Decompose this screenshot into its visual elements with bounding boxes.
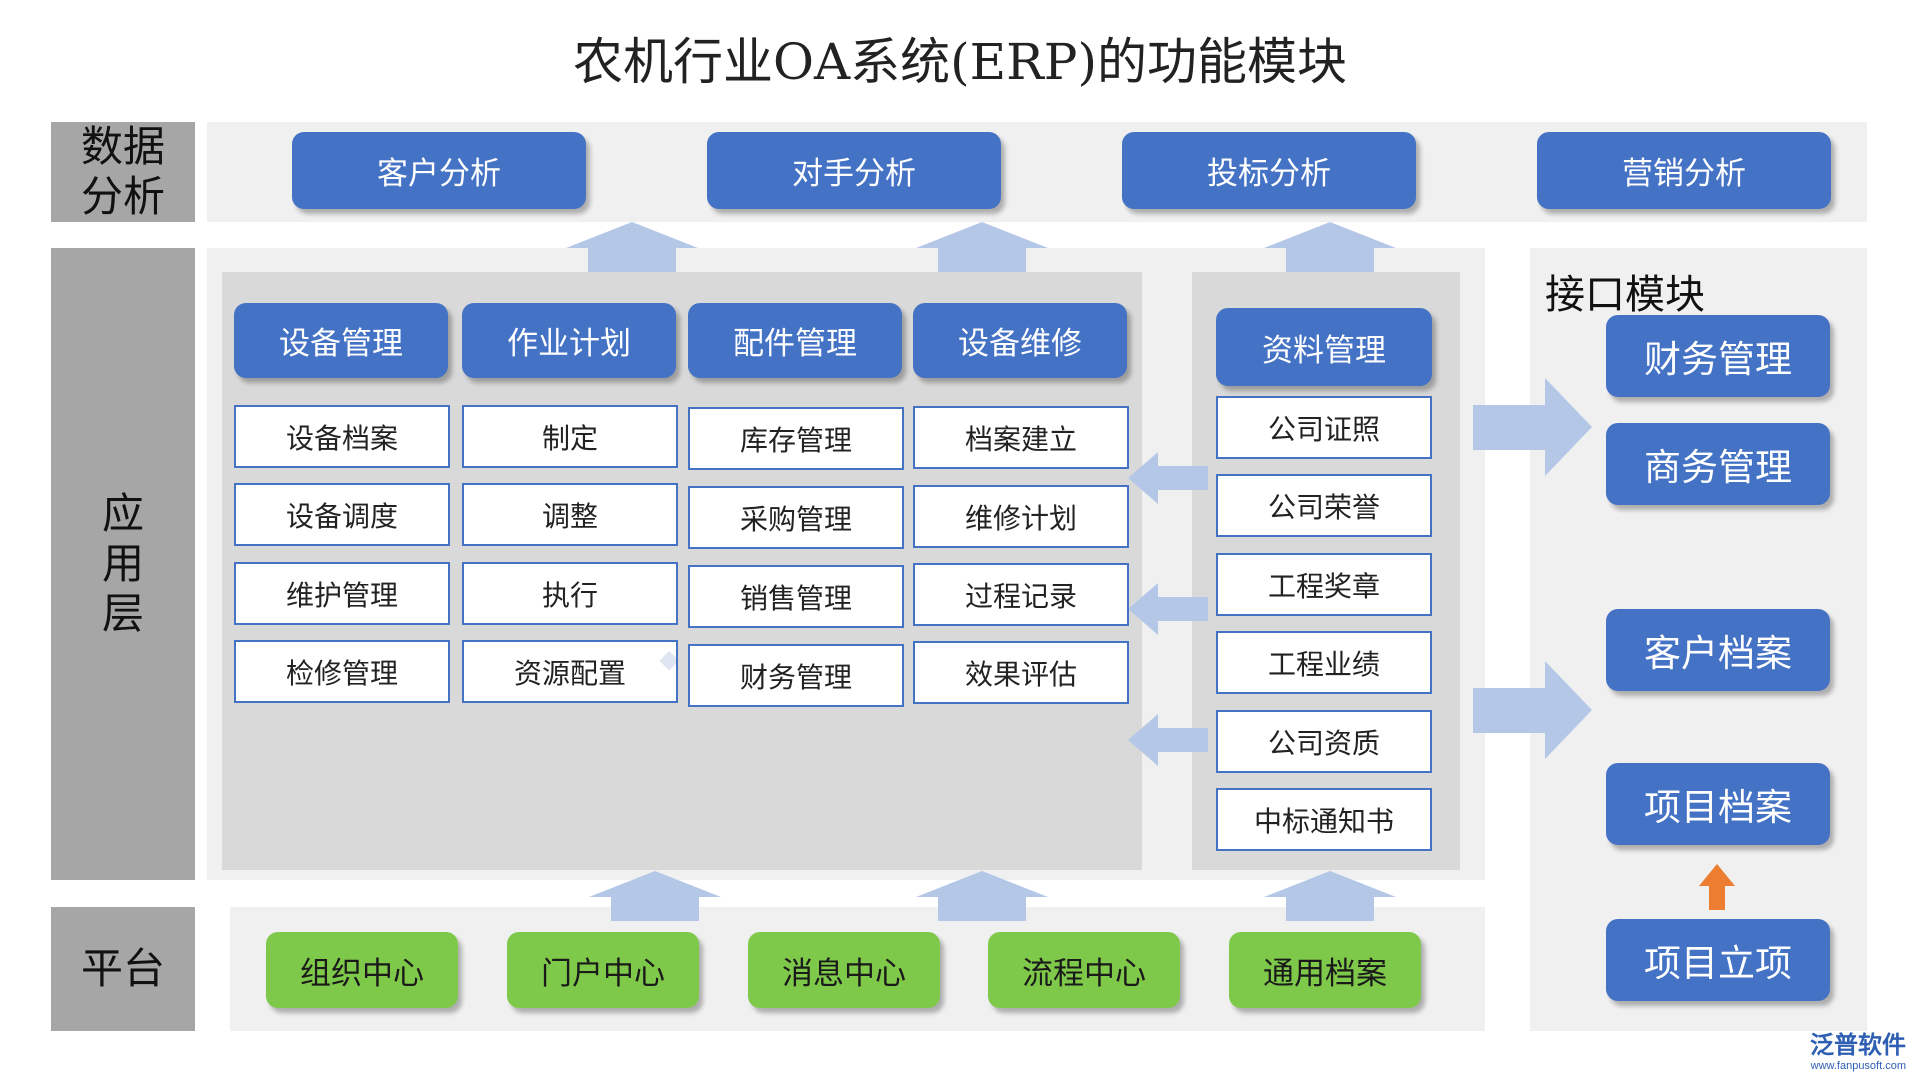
layer-label-app: 应 用 层 xyxy=(51,248,195,880)
module-item[interactable]: 执行 xyxy=(462,562,678,625)
up-arrow-icon xyxy=(916,222,1048,272)
marketing-analysis-button[interactable]: 营销分析 xyxy=(1537,132,1831,209)
module-item[interactable]: 调整 xyxy=(462,483,678,546)
module-header-repair[interactable]: 设备维修 xyxy=(913,303,1127,378)
customer-archive-button[interactable]: 客户档案 xyxy=(1606,609,1830,691)
module-item[interactable]: 资源配置 xyxy=(462,640,678,703)
module-item[interactable]: 销售管理 xyxy=(688,565,904,628)
brand-logo: 泛普软件 www.fanpusoft.com xyxy=(1810,1025,1906,1072)
module-header-parts[interactable]: 配件管理 xyxy=(688,303,902,378)
business-management-button[interactable]: 商务管理 xyxy=(1606,423,1830,505)
module-item[interactable]: 效果评估 xyxy=(913,641,1129,704)
module-item[interactable]: 维修计划 xyxy=(913,485,1129,548)
left-arrow-icon xyxy=(1128,452,1208,504)
left-arrow-icon xyxy=(1128,583,1208,635)
right-arrow-icon xyxy=(1473,378,1592,476)
docs-item[interactable]: 中标通知书 xyxy=(1216,788,1432,851)
up-arrow-icon xyxy=(1264,222,1396,272)
module-item[interactable]: 设备档案 xyxy=(234,405,450,468)
watermark: ◆ xyxy=(660,646,679,673)
finance-management-button[interactable]: 财务管理 xyxy=(1606,315,1830,397)
up-arrow-icon xyxy=(916,871,1048,921)
right-arrow-icon xyxy=(1473,661,1592,759)
orange-up-arrow-icon xyxy=(1699,864,1735,910)
brand-logo-name: 泛普软件 xyxy=(1810,1032,1906,1059)
module-item[interactable]: 财务管理 xyxy=(688,644,904,707)
module-item[interactable]: 采购管理 xyxy=(688,486,904,549)
docs-item[interactable]: 公司资质 xyxy=(1216,710,1432,773)
module-item[interactable]: 库存管理 xyxy=(688,407,904,470)
layer-label-data: 数据 分析 xyxy=(51,122,195,222)
layer-label-platform-text: 平台 xyxy=(80,944,165,993)
docs-management-header[interactable]: 资料管理 xyxy=(1216,308,1432,386)
docs-item[interactable]: 工程奖章 xyxy=(1216,553,1432,616)
project-initiation-button[interactable]: 项目立项 xyxy=(1606,919,1830,1001)
up-arrow-icon xyxy=(566,222,698,272)
brand-logo-url: www.fanpusoft.com xyxy=(1810,1060,1906,1072)
left-arrow-icon xyxy=(1128,714,1208,766)
docs-item[interactable]: 公司证照 xyxy=(1216,396,1432,459)
module-header-equipment[interactable]: 设备管理 xyxy=(234,303,448,378)
page-title: 农机行业OA系统(ERP)的功能模块 xyxy=(573,33,1347,91)
layer-label-data-text: 数据 分析 xyxy=(80,122,165,221)
platform-message-center-button[interactable]: 消息中心 xyxy=(748,932,940,1008)
module-item[interactable]: 制定 xyxy=(462,405,678,468)
interface-module-title: 接口模块 xyxy=(1545,272,1705,318)
module-item[interactable]: 过程记录 xyxy=(913,563,1129,626)
module-item[interactable]: 档案建立 xyxy=(913,406,1129,469)
competitor-analysis-button[interactable]: 对手分析 xyxy=(707,132,1001,209)
project-archive-button[interactable]: 项目档案 xyxy=(1606,763,1830,845)
docs-item[interactable]: 公司荣誉 xyxy=(1216,474,1432,537)
module-item[interactable]: 检修管理 xyxy=(234,640,450,703)
layer-label-app-text: 应 用 层 xyxy=(101,489,144,638)
up-arrow-icon xyxy=(589,871,721,921)
up-arrow-icon xyxy=(1264,871,1396,921)
docs-item[interactable]: 工程业绩 xyxy=(1216,631,1432,694)
platform-org-center-button[interactable]: 组织中心 xyxy=(266,932,458,1008)
module-item[interactable]: 设备调度 xyxy=(234,483,450,546)
module-item[interactable]: 维护管理 xyxy=(234,562,450,625)
bidding-analysis-button[interactable]: 投标分析 xyxy=(1122,132,1416,209)
layer-label-platform: 平台 xyxy=(51,907,195,1031)
module-header-work-plan[interactable]: 作业计划 xyxy=(462,303,676,378)
platform-portal-center-button[interactable]: 门户中心 xyxy=(507,932,699,1008)
platform-workflow-center-button[interactable]: 流程中心 xyxy=(988,932,1180,1008)
customer-analysis-button[interactable]: 客户分析 xyxy=(292,132,586,209)
platform-common-archive-button[interactable]: 通用档案 xyxy=(1229,932,1421,1008)
